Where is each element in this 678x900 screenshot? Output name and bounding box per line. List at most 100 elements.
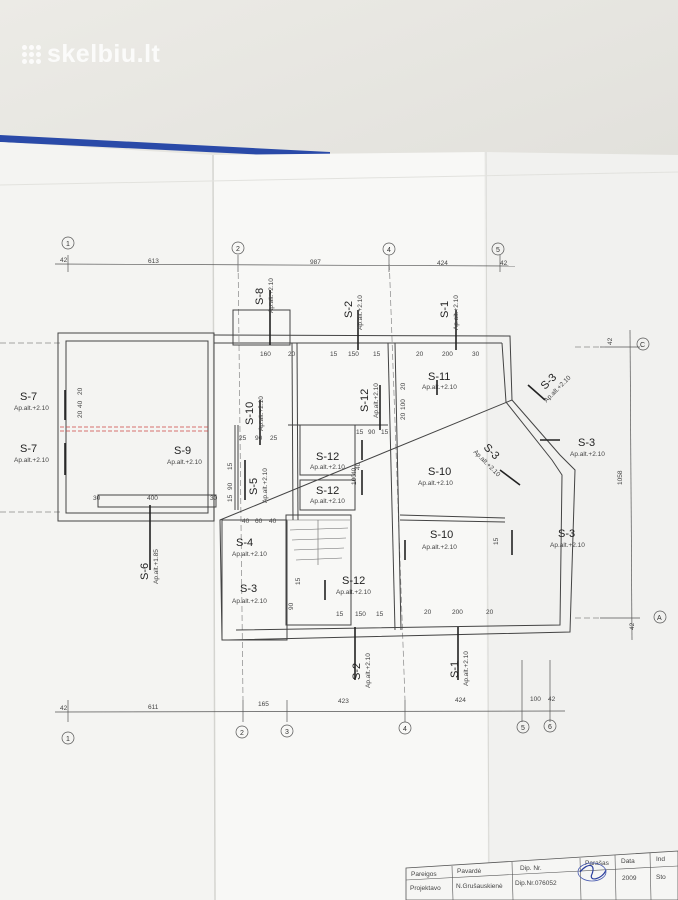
svg-text:S-2: S-2 bbox=[351, 663, 363, 680]
svg-text:400: 400 bbox=[147, 495, 158, 502]
svg-text:30: 30 bbox=[472, 351, 480, 358]
svg-text:150: 150 bbox=[348, 351, 359, 358]
svg-text:100: 100 bbox=[351, 474, 358, 485]
stamp-icon bbox=[577, 862, 607, 882]
svg-text:S-5: S-5 bbox=[248, 478, 260, 495]
svg-text:20: 20 bbox=[288, 351, 296, 358]
svg-text:20: 20 bbox=[416, 351, 424, 358]
section-s3-e: S-3Ap.alt.+2.10 bbox=[232, 583, 267, 605]
signature-icon bbox=[579, 864, 607, 880]
section-s3-d: S-3Ap.alt.+2.10 bbox=[550, 528, 585, 549]
svg-text:4: 4 bbox=[403, 726, 407, 733]
svg-text:S-6: S-6 bbox=[139, 563, 151, 580]
section-s9: S-9Ap.alt.+2.10 bbox=[167, 445, 202, 466]
svg-text:90: 90 bbox=[288, 602, 295, 610]
svg-text:Ap.alt.+2.10: Ap.alt.+2.10 bbox=[373, 383, 380, 418]
svg-text:1: 1 bbox=[66, 736, 70, 743]
title-block: Pareigos Pavardė Dip. Nr. Parašas Data I… bbox=[405, 850, 678, 900]
svg-text:25: 25 bbox=[239, 435, 247, 442]
svg-text:Pareigos: Pareigos bbox=[411, 871, 437, 878]
svg-text:S-9: S-9 bbox=[174, 445, 191, 457]
svg-text:15: 15 bbox=[295, 577, 302, 585]
svg-text:Ap.alt.+2.10: Ap.alt.+2.10 bbox=[268, 278, 275, 313]
svg-text:6: 6 bbox=[548, 724, 552, 731]
svg-text:90: 90 bbox=[255, 435, 263, 442]
svg-text:Ap.alt.+2.10: Ap.alt.+2.10 bbox=[365, 653, 372, 688]
skelbiu-watermark: skelbiu.lt bbox=[22, 40, 160, 69]
svg-text:100: 100 bbox=[400, 399, 407, 410]
svg-text:987: 987 bbox=[310, 259, 321, 266]
svg-text:2: 2 bbox=[240, 730, 244, 737]
svg-text:90: 90 bbox=[368, 429, 376, 436]
svg-text:40: 40 bbox=[355, 462, 362, 470]
staircase bbox=[288, 519, 350, 565]
svg-text:20: 20 bbox=[400, 412, 407, 420]
svg-text:S-1: S-1 bbox=[439, 301, 451, 318]
svg-text:Ap.alt.+2.10: Ap.alt.+2.10 bbox=[258, 396, 265, 431]
svg-text:Ap.alt.+1.85: Ap.alt.+1.85 bbox=[153, 549, 160, 584]
svg-text:42: 42 bbox=[548, 696, 556, 703]
svg-text:Ap.alt.+2.10: Ap.alt.+2.10 bbox=[167, 459, 202, 466]
svg-text:15: 15 bbox=[493, 537, 500, 545]
paper-right-panel bbox=[484, 152, 678, 900]
section-s3-b: S-3Ap.alt.+2.10 bbox=[570, 437, 605, 458]
svg-text:Ap.alt.+2.10: Ap.alt.+2.10 bbox=[418, 480, 453, 487]
svg-text:611: 611 bbox=[148, 704, 159, 711]
svg-text:15: 15 bbox=[373, 351, 381, 358]
svg-text:2: 2 bbox=[236, 246, 240, 253]
svg-text:Ap.alt.+2.10: Ap.alt.+2.10 bbox=[336, 589, 371, 596]
section-s7-a: S-7Ap.alt.+2.10 bbox=[14, 391, 49, 412]
svg-text:1058: 1058 bbox=[617, 470, 624, 485]
svg-text:60: 60 bbox=[255, 518, 263, 525]
svg-text:S-3: S-3 bbox=[578, 437, 595, 449]
svg-text:N.Grušauskienė: N.Grušauskienė bbox=[456, 883, 503, 890]
svg-text:15: 15 bbox=[330, 351, 338, 358]
svg-text:S-3: S-3 bbox=[558, 528, 575, 540]
svg-text:Ap.alt.+2.10: Ap.alt.+2.10 bbox=[232, 551, 267, 558]
svg-text:200: 200 bbox=[452, 609, 463, 616]
svg-text:90: 90 bbox=[227, 482, 234, 490]
svg-text:15: 15 bbox=[381, 429, 389, 436]
svg-text:42: 42 bbox=[60, 257, 68, 264]
svg-text:S-1: S-1 bbox=[449, 661, 461, 678]
svg-text:Ap.alt.+2.10: Ap.alt.+2.10 bbox=[570, 451, 605, 458]
svg-text:Data: Data bbox=[621, 858, 635, 865]
svg-text:15: 15 bbox=[336, 611, 344, 618]
svg-text:Ap.alt.+2.10: Ap.alt.+2.10 bbox=[550, 542, 585, 549]
svg-text:Ap.alt.+2.10: Ap.alt.+2.10 bbox=[232, 598, 267, 605]
svg-text:160: 160 bbox=[260, 351, 271, 358]
svg-text:S-10: S-10 bbox=[428, 466, 451, 478]
svg-text:20: 20 bbox=[77, 410, 84, 418]
svg-text:S-11: S-11 bbox=[428, 371, 450, 383]
svg-text:20: 20 bbox=[424, 609, 432, 616]
svg-text:S-12: S-12 bbox=[342, 575, 365, 587]
svg-text:Projektavo: Projektavo bbox=[410, 885, 441, 892]
svg-text:3: 3 bbox=[285, 729, 289, 736]
svg-text:S-8: S-8 bbox=[254, 288, 266, 305]
svg-text:A: A bbox=[657, 615, 662, 622]
svg-text:Ap.alt.+2.10: Ap.alt.+2.10 bbox=[357, 295, 364, 330]
svg-text:25: 25 bbox=[270, 435, 278, 442]
blue-folder-edge bbox=[0, 135, 330, 158]
svg-text:42: 42 bbox=[629, 622, 636, 630]
svg-text:20: 20 bbox=[77, 387, 84, 395]
svg-text:200: 200 bbox=[442, 351, 453, 358]
axis-labels: 1 2 4 5 1 2 3 4 5 6 C A bbox=[66, 241, 662, 743]
svg-text:5: 5 bbox=[521, 725, 525, 732]
svg-text:613: 613 bbox=[148, 258, 159, 265]
svg-text:150: 150 bbox=[355, 611, 366, 618]
svg-text:100: 100 bbox=[530, 696, 541, 703]
svg-text:Pavardė: Pavardė bbox=[457, 868, 482, 875]
